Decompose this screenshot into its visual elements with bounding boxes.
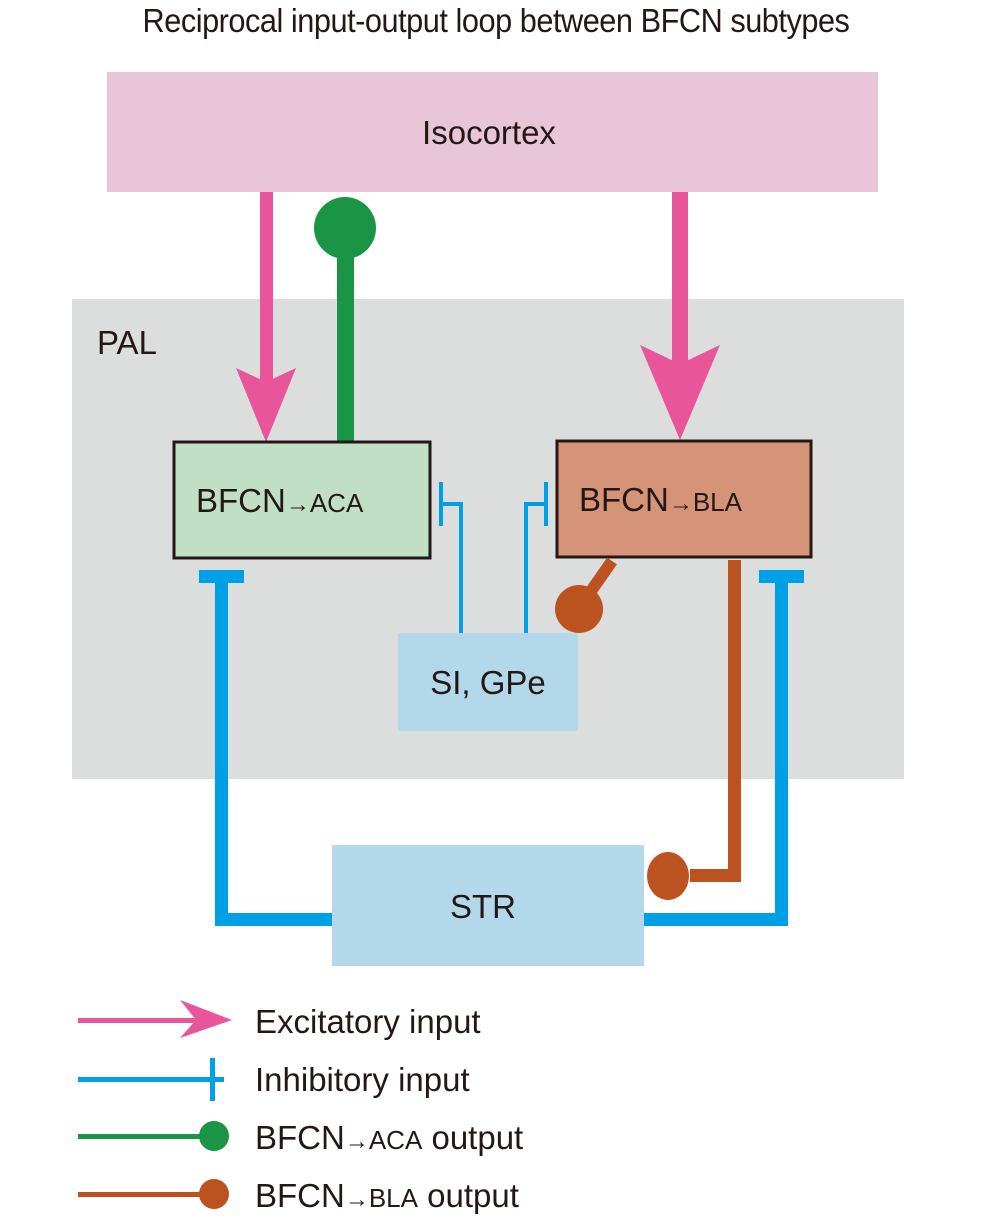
bfcn-bla-box: BFCN→BLA xyxy=(555,439,813,559)
legend-label-inhibitory: Inhibitory input xyxy=(255,1061,470,1098)
legend: Excitatory input Inhibitory input BFCN→A… xyxy=(78,1000,523,1214)
legend-label-bla-output: BFCN→BLA output xyxy=(255,1177,519,1214)
legend-item-excitatory: Excitatory input xyxy=(78,1000,481,1040)
excitatory-arrow-to-aca xyxy=(236,192,296,442)
si-gpe-box: SI, GPe xyxy=(398,633,578,731)
isocortex-label: Isocortex xyxy=(422,114,556,151)
str-label: STR xyxy=(450,888,516,925)
bfcn-bla-target: BLA xyxy=(693,487,743,517)
excitatory-arrow-to-bla xyxy=(640,192,720,440)
si-gpe-label: SI, GPe xyxy=(430,664,546,701)
inhibitory-bar-icon xyxy=(78,1077,224,1082)
str-box: STR xyxy=(332,845,644,966)
bfcn-aca-main: BFCN xyxy=(196,482,286,519)
aca-output-to-isocortex xyxy=(314,197,376,442)
bfcn-bla-label: BFCN→BLA xyxy=(579,481,743,518)
inhibitory-str-to-bla xyxy=(640,570,804,926)
bla-output-to-si xyxy=(555,557,617,633)
bfcn-aca-target: ACA xyxy=(310,488,364,518)
diagram-title: Reciprocal input-output loop between BFC… xyxy=(142,2,850,39)
legend-item-bla-output: BFCN→BLA output xyxy=(78,1177,519,1214)
isocortex-region: Isocortex xyxy=(107,72,878,192)
bfcn-bla-arrow: → xyxy=(669,490,693,517)
bla-output-icon xyxy=(78,1192,206,1197)
legend-label-aca-output: BFCN→ACA output xyxy=(255,1119,523,1156)
inhibitory-str-to-aca xyxy=(199,570,335,926)
legend-label-excitatory: Excitatory input xyxy=(255,1003,481,1040)
bla-output-to-str xyxy=(647,560,741,900)
bfcn-bla-main: BFCN xyxy=(579,481,669,518)
inhibitory-si-to-bla xyxy=(524,482,548,634)
aca-output-icon xyxy=(78,1134,206,1139)
excitatory-arrow-icon xyxy=(78,1018,203,1023)
bfcn-aca-label: BFCN→ACA xyxy=(196,482,364,519)
inhibitory-si-to-aca xyxy=(439,482,463,634)
legend-item-inhibitory: Inhibitory input xyxy=(78,1058,470,1101)
pal-label: PAL xyxy=(97,324,157,361)
legend-item-aca-output: BFCN→ACA output xyxy=(78,1119,523,1156)
bfcn-aca-arrow: → xyxy=(286,491,310,518)
bfcn-aca-box: BFCN→ACA xyxy=(172,440,432,560)
